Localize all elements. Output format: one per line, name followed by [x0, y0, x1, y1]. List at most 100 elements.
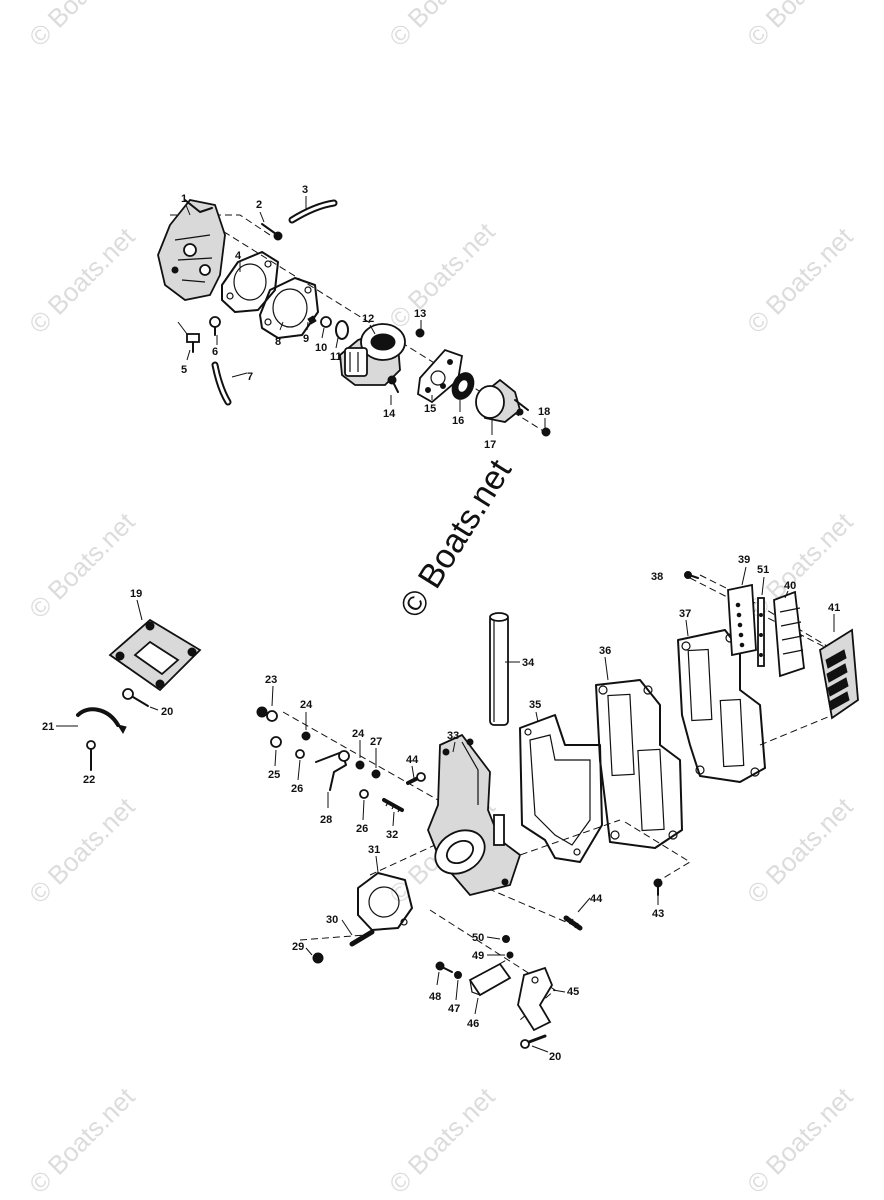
pump-cover — [475, 378, 529, 423]
gasket — [595, 679, 683, 849]
callout-11: 11 — [330, 351, 342, 363]
screw — [256, 706, 278, 722]
gasket — [259, 277, 319, 339]
watermark: © Boats.net — [741, 221, 859, 339]
callout-27: 27 — [370, 736, 382, 748]
callout-4: 4 — [235, 250, 242, 262]
explosion-line — [467, 879, 581, 929]
callout-9: 9 — [303, 333, 309, 345]
callout-25: 25 — [268, 769, 280, 781]
explosion-line — [624, 821, 691, 881]
o-ring — [335, 320, 349, 340]
callout-13: 13 — [414, 308, 426, 320]
fitting — [209, 316, 221, 336]
callout-18: 18 — [538, 406, 550, 418]
leader-lines — [185, 196, 835, 1053]
callout-45: 45 — [567, 986, 579, 998]
watermark: © Boats.net — [23, 221, 141, 339]
watermark: © Boats.net — [741, 791, 859, 909]
callout-46: 46 — [467, 1018, 479, 1030]
explosion-line — [759, 711, 841, 746]
callout-24: 24 — [352, 728, 365, 740]
callout-7: 7 — [247, 371, 253, 383]
callout-3: 3 — [302, 184, 308, 196]
callout-49: 49 — [472, 950, 484, 962]
nut — [312, 952, 324, 964]
screw — [520, 1034, 547, 1049]
callout-15: 15 — [424, 403, 436, 415]
callout-36: 36 — [599, 645, 611, 657]
callout-32: 32 — [386, 829, 398, 841]
callout-1: 1 — [181, 193, 187, 205]
callout-21: 21 — [42, 721, 54, 733]
callout-19: 19 — [130, 588, 142, 600]
callouts: 1 2 3 4 5 6 7 8 9 10 11 12 13 14 15 16 1… — [42, 184, 840, 1063]
watermark: © Boats.net — [383, 1081, 501, 1199]
intake-manifold — [427, 733, 522, 897]
callout-50: 50 — [472, 932, 484, 944]
nut — [371, 769, 381, 779]
callout-12: 12 — [362, 313, 374, 325]
callout-38: 38 — [651, 571, 663, 583]
callout-29: 29 — [292, 941, 304, 953]
screw — [86, 740, 96, 771]
callout-26: 26 — [356, 823, 368, 835]
watermark: © Boats.net — [741, 1081, 859, 1199]
watermark: © Boats.net — [23, 791, 141, 909]
callout-33: 33 — [447, 730, 459, 742]
hose-highlight — [290, 201, 336, 222]
tube — [489, 612, 509, 726]
reed-block — [819, 628, 859, 720]
watermark: © Boats.net — [383, 0, 501, 52]
callout-6: 6 — [212, 346, 218, 358]
screw — [502, 935, 510, 943]
callout-22: 22 — [83, 774, 95, 786]
pump-housing — [339, 323, 406, 386]
washer — [295, 749, 305, 759]
callout-43: 43 — [652, 908, 664, 920]
gasket — [519, 714, 603, 863]
screw — [653, 878, 663, 896]
explosion-line — [369, 844, 436, 876]
diaphragm — [451, 372, 475, 400]
callout-48: 48 — [429, 991, 441, 1003]
callout-10: 10 — [315, 342, 327, 354]
callout-40: 40 — [784, 580, 796, 592]
watermark: © Boats.net — [23, 1081, 141, 1199]
callout-35: 35 — [529, 699, 541, 711]
watermark-center: © Boats.net — [393, 453, 520, 625]
callout-8: 8 — [275, 336, 281, 348]
callout-44: 44 — [590, 893, 603, 905]
callout-2: 2 — [256, 199, 262, 211]
callout-20: 20 — [549, 1051, 561, 1063]
hose-highlight — [213, 363, 230, 404]
screw — [435, 961, 453, 973]
fitting — [261, 223, 283, 241]
upper-assembly — [157, 199, 551, 437]
callout-37: 37 — [679, 608, 691, 620]
explosion-line — [689, 577, 851, 661]
callout-51: 51 — [757, 564, 769, 576]
callout-16: 16 — [452, 415, 464, 427]
screw — [541, 427, 551, 437]
callout-14: 14 — [383, 408, 396, 420]
reed-strip — [757, 597, 765, 667]
watermark: © Boats.net — [383, 216, 501, 334]
screw — [684, 571, 699, 579]
callout-26: 26 — [291, 783, 303, 795]
carburetor-body — [157, 199, 226, 301]
washer — [454, 971, 462, 979]
callout-23: 23 — [265, 674, 277, 686]
screw — [387, 375, 399, 393]
washer — [355, 760, 365, 770]
screw — [415, 328, 425, 338]
washer — [301, 731, 311, 741]
throttle-arm — [517, 966, 554, 1032]
callout-28: 28 — [320, 814, 332, 826]
reed-petals — [773, 590, 805, 678]
bracket — [468, 962, 512, 997]
callout-17: 17 — [484, 439, 496, 451]
callout-5: 5 — [181, 364, 187, 376]
screw — [406, 772, 426, 785]
stud — [382, 798, 404, 813]
